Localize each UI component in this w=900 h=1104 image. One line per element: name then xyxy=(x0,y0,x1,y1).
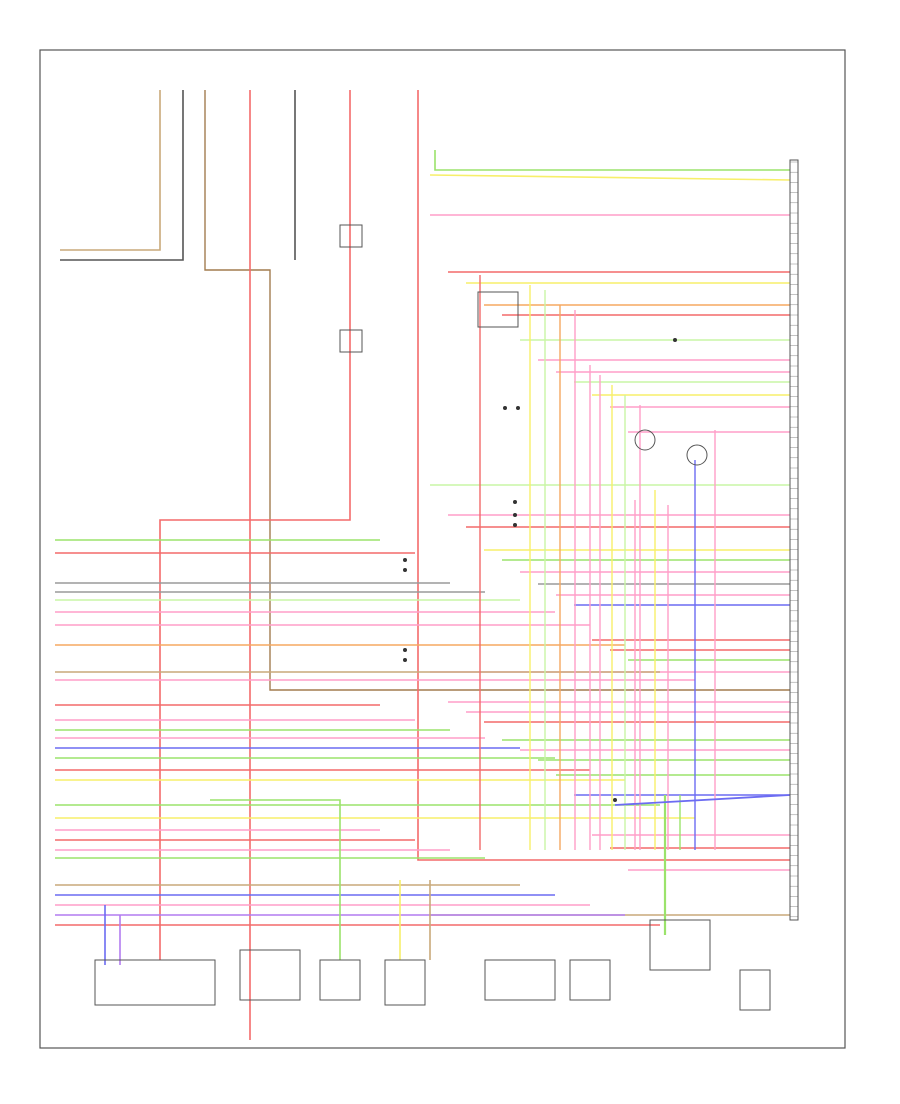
junction-dot xyxy=(403,648,407,652)
junction-dot xyxy=(513,500,517,504)
wire-sensor-a xyxy=(210,799,341,960)
relay-block xyxy=(239,949,301,1001)
wire-feed-3 xyxy=(204,90,790,691)
sensor-block-a xyxy=(319,959,361,1001)
junction-dot xyxy=(613,798,617,802)
wire-feed-7 xyxy=(417,90,790,861)
sensor-round-b xyxy=(686,444,708,466)
wire-feed-1 xyxy=(60,90,161,251)
junction-dot xyxy=(513,523,517,527)
junction-dot xyxy=(403,568,407,572)
wire-feed-2 xyxy=(60,90,184,261)
junction-dot xyxy=(673,338,677,342)
sensor-block-c xyxy=(569,959,611,1001)
junction-dot xyxy=(513,513,517,517)
sensor-block-e xyxy=(739,969,771,1011)
wire-ign-1 xyxy=(434,150,790,171)
junction-dot xyxy=(403,558,407,562)
sensor-block-d xyxy=(649,919,711,971)
junction-dot xyxy=(503,406,507,410)
wire-feed-6 xyxy=(159,90,351,960)
wire-ign-2 xyxy=(429,174,791,181)
diagram-frame xyxy=(39,49,846,1049)
junction-dots xyxy=(403,338,677,802)
sensor-mid-b xyxy=(339,329,363,353)
junction-dot xyxy=(403,658,407,662)
sensor-round-a xyxy=(634,429,656,451)
component-blocks xyxy=(94,159,799,1011)
connector-block xyxy=(484,959,556,1001)
junction-dot xyxy=(516,406,520,410)
sensor-mid-a xyxy=(339,224,363,248)
wire-group xyxy=(55,90,791,1040)
bottom-left-switch-block xyxy=(94,959,216,1006)
engine-control-module-block xyxy=(789,159,799,921)
ecm-pin-strip xyxy=(790,161,798,918)
relay-mid xyxy=(477,291,519,328)
wire-blue-sensor xyxy=(614,794,791,806)
sensor-block-b xyxy=(384,959,426,1006)
